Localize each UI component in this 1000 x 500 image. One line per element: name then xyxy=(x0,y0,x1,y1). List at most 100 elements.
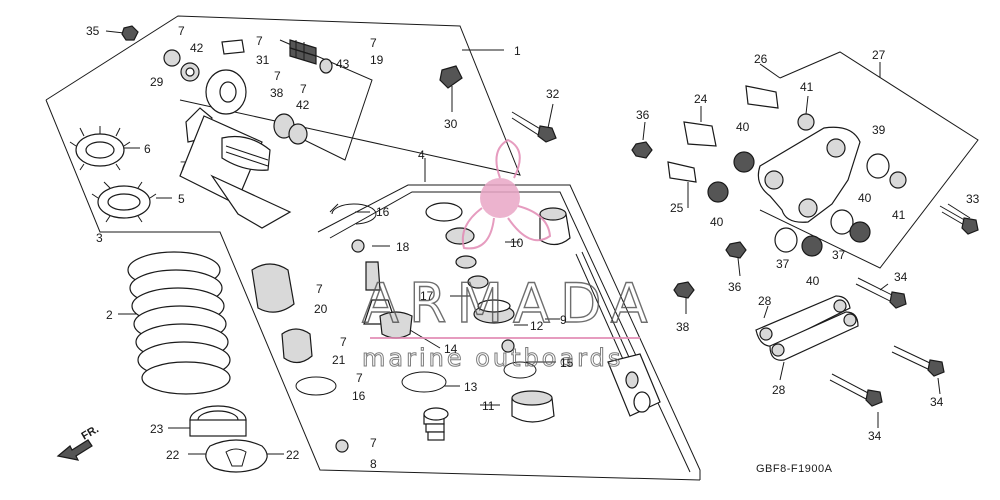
callout-7: 7 xyxy=(340,335,347,349)
part-34-bolt-c xyxy=(829,373,883,407)
group-frame-3 xyxy=(45,99,701,481)
part-40-seal-a xyxy=(733,151,755,173)
callout-38: 38 xyxy=(676,320,690,334)
part-13-ring xyxy=(401,371,447,393)
part-26-collar xyxy=(745,85,779,109)
part-34-bolt-b xyxy=(891,345,945,377)
callout-12: 12 xyxy=(530,319,544,333)
callout-1: 1 xyxy=(514,44,521,58)
callout-7: 7 xyxy=(256,34,263,48)
callout-4: 4 xyxy=(418,148,425,162)
part-37-bearing-b xyxy=(830,209,854,235)
callout-11: 11 xyxy=(482,399,495,413)
callout-38: 38 xyxy=(270,86,284,100)
part-36-nut-a xyxy=(631,141,653,159)
diagram-code: GBF8-F1900A xyxy=(756,463,833,475)
callout-32: 32 xyxy=(546,87,560,101)
watermark-brand: ARMADA xyxy=(362,272,658,335)
part-23-spring-seat xyxy=(189,405,247,437)
callout-40: 40 xyxy=(710,215,724,229)
callout-7: 7 xyxy=(316,282,323,296)
watermark-tagline: marine outboards xyxy=(362,344,623,372)
callout-7: 7 xyxy=(274,69,281,83)
callout-33: 33 xyxy=(966,192,980,206)
part-28-links xyxy=(755,295,859,361)
callout-21: 21 xyxy=(332,353,346,367)
part-16-oring xyxy=(295,376,337,396)
callout-18: 18 xyxy=(396,240,410,254)
callout-16: 16 xyxy=(352,389,366,403)
callout-9: 9 xyxy=(560,313,567,327)
callout-41: 41 xyxy=(892,208,906,222)
part-29-washer xyxy=(163,49,181,67)
callout-14: 14 xyxy=(444,342,458,356)
part-42-seal xyxy=(288,123,308,145)
callout-27: 27 xyxy=(872,48,886,62)
callout-7: 7 xyxy=(370,436,377,450)
part-10-piston xyxy=(539,207,571,246)
part-27-bore-c xyxy=(798,198,818,218)
callout-34: 34 xyxy=(894,270,908,284)
callout-7: 7 xyxy=(180,159,187,173)
part-9-damper-rod xyxy=(575,251,661,417)
part-27-bore-b xyxy=(826,138,846,158)
callout-7: 7 xyxy=(300,82,307,96)
callout-6: 6 xyxy=(144,142,151,156)
callout-35: 35 xyxy=(86,24,100,38)
watermark-logo xyxy=(461,138,552,250)
callout-7: 7 xyxy=(370,36,377,50)
part-16-circlip xyxy=(329,203,377,225)
part-33-bolt xyxy=(939,205,979,235)
part-11-cap xyxy=(511,390,555,423)
callout-37: 37 xyxy=(832,248,846,262)
part-35-nut xyxy=(121,25,139,41)
part-spring-lower xyxy=(423,407,449,441)
callout-labels: 35 7 42 29 7 31 7 43 19 1 7 38 7 42 30 3… xyxy=(86,24,980,471)
part-25-collar xyxy=(667,161,697,183)
part-24-collar xyxy=(683,121,717,147)
shock-absorber-body xyxy=(179,69,292,229)
part-40-seal-c xyxy=(801,235,823,257)
part-21-bumper xyxy=(281,328,313,364)
part-43-washer xyxy=(319,58,333,74)
part-2-spring xyxy=(127,251,231,395)
part-18-nut xyxy=(351,239,365,253)
group-frame-1 xyxy=(45,15,521,176)
callout-42: 42 xyxy=(190,41,204,55)
part-31-collar xyxy=(221,39,245,55)
part-19-spring xyxy=(289,39,317,65)
callout-31: 31 xyxy=(256,53,270,67)
callout-22: 22 xyxy=(286,448,300,462)
callout-28: 28 xyxy=(758,294,772,308)
callout-7: 7 xyxy=(178,24,185,38)
part-14-valve xyxy=(379,311,413,339)
part-5-locknut xyxy=(91,181,157,223)
callout-8: 8 xyxy=(370,457,377,471)
part-39-bearing xyxy=(866,153,890,179)
callout-10: 10 xyxy=(510,236,524,250)
part-30-cap xyxy=(439,65,463,89)
callout-5: 5 xyxy=(178,192,185,206)
part-36-nut-b xyxy=(725,241,747,259)
part-41-washer-b xyxy=(889,171,907,189)
group-frame-27 xyxy=(759,51,979,269)
callout-34: 34 xyxy=(868,429,882,443)
callout-36: 36 xyxy=(636,108,650,122)
callout-3: 3 xyxy=(96,231,103,245)
part-15-oring xyxy=(503,361,537,379)
callout-15: 15 xyxy=(560,356,574,370)
callout-22: 22 xyxy=(166,448,180,462)
part-38-nut xyxy=(673,281,695,299)
callout-13: 13 xyxy=(464,380,478,394)
callout-7: 7 xyxy=(356,371,363,385)
part-6-locknut xyxy=(69,126,131,171)
callout-40: 40 xyxy=(806,274,820,288)
callout-19: 19 xyxy=(370,53,384,67)
callout-41: 41 xyxy=(800,80,814,94)
front-direction-arrow: FR. xyxy=(56,423,101,461)
part-42-bushing-hole xyxy=(185,67,195,77)
part-8-nut xyxy=(335,439,349,453)
callout-20: 20 xyxy=(314,302,328,316)
